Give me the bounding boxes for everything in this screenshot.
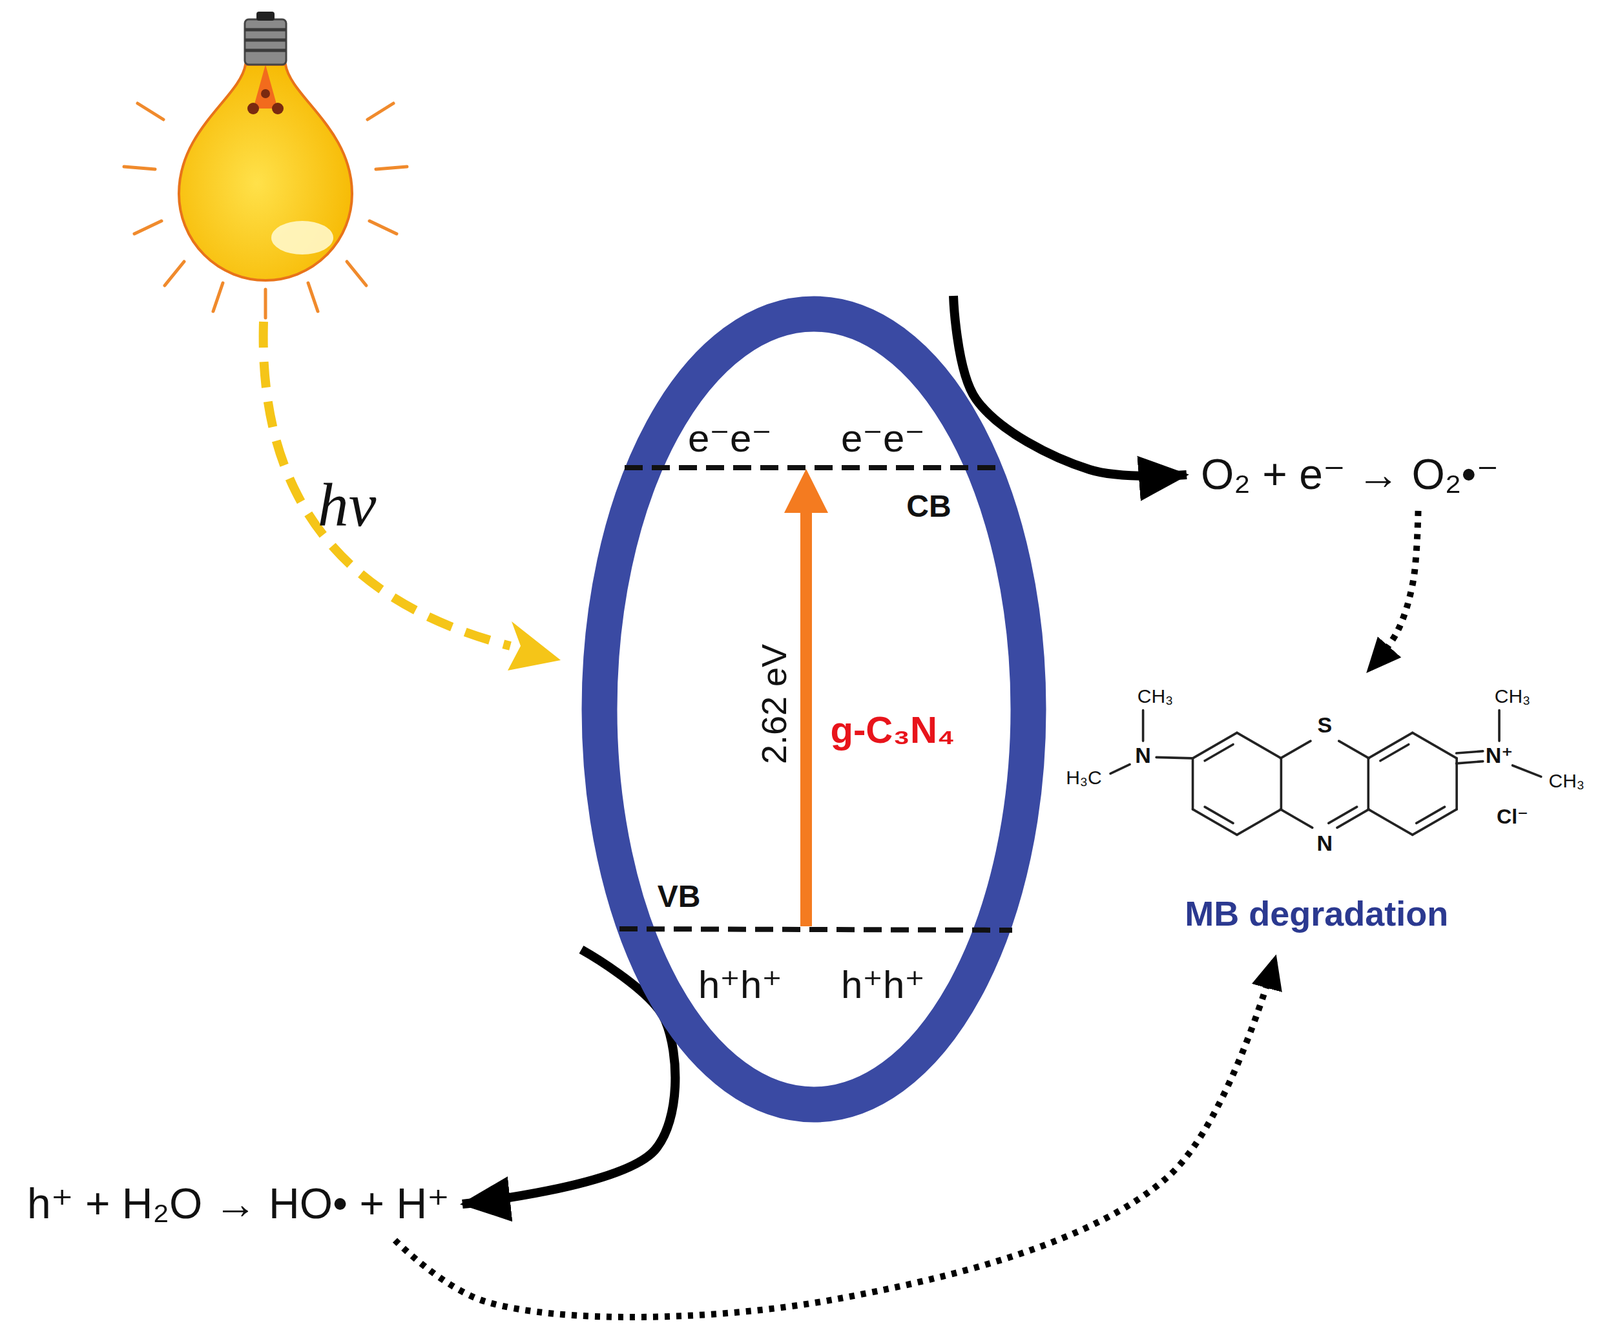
bond: [1416, 806, 1445, 823]
photon-label: hν: [317, 474, 377, 537]
atom-label: CH₃: [1137, 686, 1174, 707]
dotted-arrow: [1367, 510, 1419, 672]
valence-band-line: [619, 928, 1013, 931]
photocatalyst-particle: e⁻e⁻ e⁻e⁻ CB 2.62 eV g-C₃N₄ VB h⁺h⁺ h⁺h⁺: [581, 295, 1047, 1123]
hole-label: h⁺h⁺: [698, 965, 783, 1005]
filament-dot: [247, 102, 260, 115]
band-label: VB: [657, 881, 701, 913]
bond: [1366, 758, 1370, 810]
bulb-tip: [256, 11, 275, 21]
excitation-arrow: [800, 509, 812, 927]
electron-label: e⁻e⁻: [687, 419, 772, 458]
bond: [1191, 758, 1195, 810]
excitation-arrowhead: [784, 468, 829, 513]
bulb-screw: [244, 19, 287, 65]
bond: [1456, 751, 1484, 754]
light-arrow: [263, 321, 561, 671]
bond: [1236, 809, 1281, 836]
atom-label: N⁺: [1485, 744, 1514, 767]
atom-label: CH₃: [1494, 686, 1531, 707]
bond: [1280, 758, 1283, 810]
dye-molecule: CH₃ CH₃ H₃C N S N⁺ CH₃ Cl⁻ N MB degradation: [1033, 671, 1590, 956]
bond: [1142, 710, 1145, 741]
equation-text: O₂ + e⁻ → O₂•⁻: [1200, 450, 1499, 500]
bond: [1337, 809, 1369, 828]
filament-dot: [260, 89, 271, 99]
filament: [253, 64, 278, 109]
particle-ellipse: [599, 313, 1029, 1105]
light-bulb: [124, 11, 407, 318]
electron-label: e⁻e⁻: [841, 419, 925, 458]
bond: [1236, 732, 1281, 759]
atom-label: N: [1134, 744, 1152, 767]
bond: [1339, 740, 1370, 759]
bond: [1456, 761, 1484, 764]
bond: [1280, 809, 1312, 828]
conduction-band-line: [624, 465, 1000, 471]
bulb-glass: [178, 64, 353, 281]
bond: [1156, 757, 1193, 759]
molecule-caption: MB degradation: [1184, 895, 1449, 931]
reaction-equation: O₂ + e⁻ → O₂•⁻: [1194, 443, 1506, 506]
band-label: CB: [906, 490, 951, 522]
hole-label: h⁺h⁺: [841, 965, 925, 1005]
atom-label: CH₃: [1548, 771, 1586, 791]
filament-dot: [271, 102, 284, 115]
light-beam: [263, 321, 511, 646]
band-gap-value: 2.62 eV: [756, 644, 792, 765]
material-name: g-C₃N₄: [830, 711, 956, 749]
reaction-equation: h⁺ + H₂O → HO• + H⁺: [20, 1173, 457, 1236]
bond: [1204, 744, 1234, 761]
bond: [1368, 809, 1413, 836]
bond: [1110, 764, 1130, 774]
bond: [1328, 806, 1358, 823]
ion-label: Cl⁻: [1496, 806, 1529, 827]
equation-text: h⁺ + H₂O → HO• + H⁺: [27, 1179, 450, 1229]
particle-outline: [581, 295, 1047, 1123]
bond: [1204, 806, 1234, 823]
bond: [1380, 744, 1409, 761]
bond: [1412, 732, 1457, 759]
light-arrowhead: [507, 621, 561, 671]
bond: [1455, 758, 1458, 810]
bond: [1280, 740, 1311, 759]
atom-label: H₃C: [1065, 768, 1102, 788]
bond: [1512, 765, 1542, 777]
atom-label: N: [1317, 831, 1334, 854]
atom-label: S: [1317, 713, 1332, 736]
screw-thread: [244, 29, 287, 51]
dotted-arrow: [395, 955, 1276, 1318]
bulb-highlight: [271, 220, 334, 255]
bond: [1497, 710, 1501, 741]
